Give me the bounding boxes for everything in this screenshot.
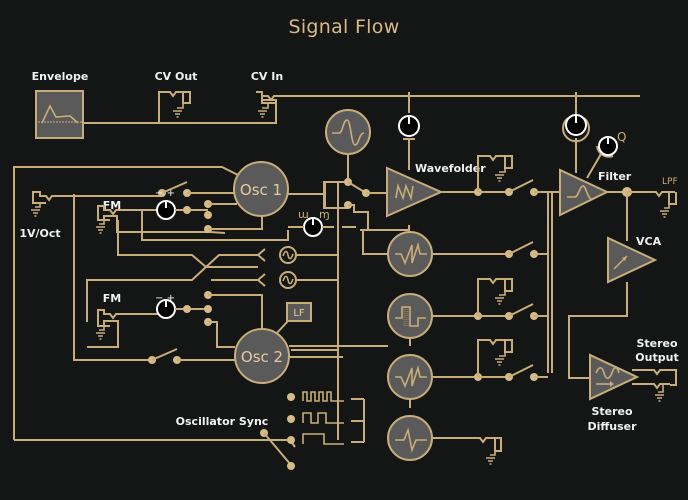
- pitch-cv-jack[interactable]: [31, 191, 162, 217]
- diffuser-icon: [595, 366, 620, 380]
- envelope-module[interactable]: [35, 90, 84, 139]
- cv-out-jack[interactable]: [158, 91, 191, 123]
- fm1-amount-knob[interactable]: [156, 200, 176, 220]
- square-switch[interactable]: [505, 303, 538, 320]
- square-wave-icon: [395, 306, 426, 327]
- osc2-pitch-switch[interactable]: [148, 348, 181, 364]
- sync-in-1[interactable]: [256, 246, 338, 264]
- lpf-out-jack[interactable]: [660, 192, 677, 218]
- sync-ratio-1-icon: [302, 391, 344, 402]
- lowpass-icon: [567, 185, 592, 200]
- envelope-wire: [83, 99, 277, 124]
- vca-label: VCA: [636, 235, 662, 248]
- cv-out-label: CV Out: [155, 70, 198, 83]
- page-title: Signal Flow: [288, 16, 399, 38]
- lf-label: LF: [293, 308, 305, 319]
- ground-icon: [495, 168, 506, 182]
- sine-wave-icon: [332, 119, 365, 146]
- filter-cutoff-knob[interactable]: [562, 114, 590, 143]
- osc1-module[interactable]: Osc 1: [233, 161, 289, 217]
- fm2-label: FM: [103, 292, 121, 305]
- triangle-saw-out-jack[interactable]: [477, 339, 513, 377]
- pulse-wave-icon: [395, 427, 427, 453]
- stereo-diffuser-module[interactable]: [589, 353, 640, 401]
- ground-icon: [258, 103, 269, 118]
- vca-module[interactable]: [607, 236, 658, 284]
- cv-in-jack[interactable]: [256, 91, 640, 118]
- fm1-label: FM: [103, 199, 121, 212]
- wavefolder-label: Wavefolder: [415, 162, 486, 175]
- wavefolder-module[interactable]: [386, 166, 444, 218]
- square-out-jack[interactable]: [477, 278, 513, 316]
- osc1-shape-knob[interactable]: [303, 217, 323, 237]
- ground-icon: [486, 451, 496, 465]
- sine-icon: [282, 250, 294, 260]
- sine-module[interactable]: [325, 109, 371, 155]
- wavefold-icon: [395, 183, 414, 201]
- wavefolder-out-jack[interactable]: [477, 155, 513, 192]
- fm2-polarity-label: − +: [155, 293, 175, 304]
- wavefolder-bypass-switch[interactable]: [505, 179, 538, 196]
- fm1-polarity-label: − +: [155, 188, 175, 199]
- ground-icon: [31, 203, 41, 217]
- osc2-module[interactable]: Osc 2: [234, 328, 290, 384]
- ground-icon: [655, 385, 664, 402]
- osc1-label: Osc 1: [240, 181, 282, 199]
- sync-ratio-2-icon: [302, 412, 344, 424]
- filter-q-label: Q: [617, 130, 626, 144]
- stereo-output-label-2: Output: [635, 351, 678, 364]
- saw-wave-icon: [395, 242, 427, 266]
- envelope-shape-icon: [41, 104, 79, 124]
- ground-icon: [495, 352, 506, 366]
- square-module[interactable]: [387, 293, 433, 339]
- fm2-amount-knob[interactable]: [156, 299, 176, 319]
- lf-mode-button[interactable]: LF: [286, 302, 312, 322]
- triangle-saw-switch[interactable]: [505, 364, 538, 381]
- triangle-saw-icon: [395, 365, 427, 389]
- stereo-diffuser-label-1: Stereo: [591, 405, 633, 418]
- ground-icon: [173, 103, 184, 118]
- cv-in-label: CV In: [251, 70, 283, 83]
- ground-icon: [660, 204, 670, 218]
- ground-icon: [96, 220, 105, 234]
- ground-icon: [96, 326, 105, 340]
- osc-sync-label: Oscillator Sync: [176, 415, 269, 428]
- stereo-output-label-1: Stereo: [636, 337, 678, 350]
- sync-ratio-3-icon: [302, 433, 344, 445]
- filter-mode-label: LPF: [662, 177, 678, 187]
- osc-sync-selector[interactable]: [260, 393, 295, 470]
- shape-left-icon: ɯ: [298, 208, 309, 221]
- wavefolder-amount-knob[interactable]: [398, 115, 420, 140]
- filter-module[interactable]: [559, 168, 610, 217]
- pitch-cv-label: 1V/Oct: [19, 227, 60, 240]
- shape-right-icon: ɱ: [319, 208, 330, 221]
- sine-icon: [282, 275, 294, 285]
- ground-icon: [495, 291, 506, 305]
- stereo-diffuser-label-2: Diffuser: [587, 420, 637, 433]
- fm2-jack[interactable]: [87, 309, 158, 348]
- saw-switch[interactable]: [505, 241, 538, 258]
- osc2-label: Osc 2: [241, 348, 283, 366]
- pulse-module[interactable]: [387, 415, 433, 461]
- saw-module[interactable]: [387, 231, 433, 277]
- envelope-label: Envelope: [32, 70, 89, 83]
- pulse-out-jack[interactable]: [432, 437, 502, 465]
- filter-q-knob[interactable]: [596, 136, 618, 158]
- filter-label: Filter: [598, 170, 632, 183]
- triangle-saw-module[interactable]: [387, 354, 433, 400]
